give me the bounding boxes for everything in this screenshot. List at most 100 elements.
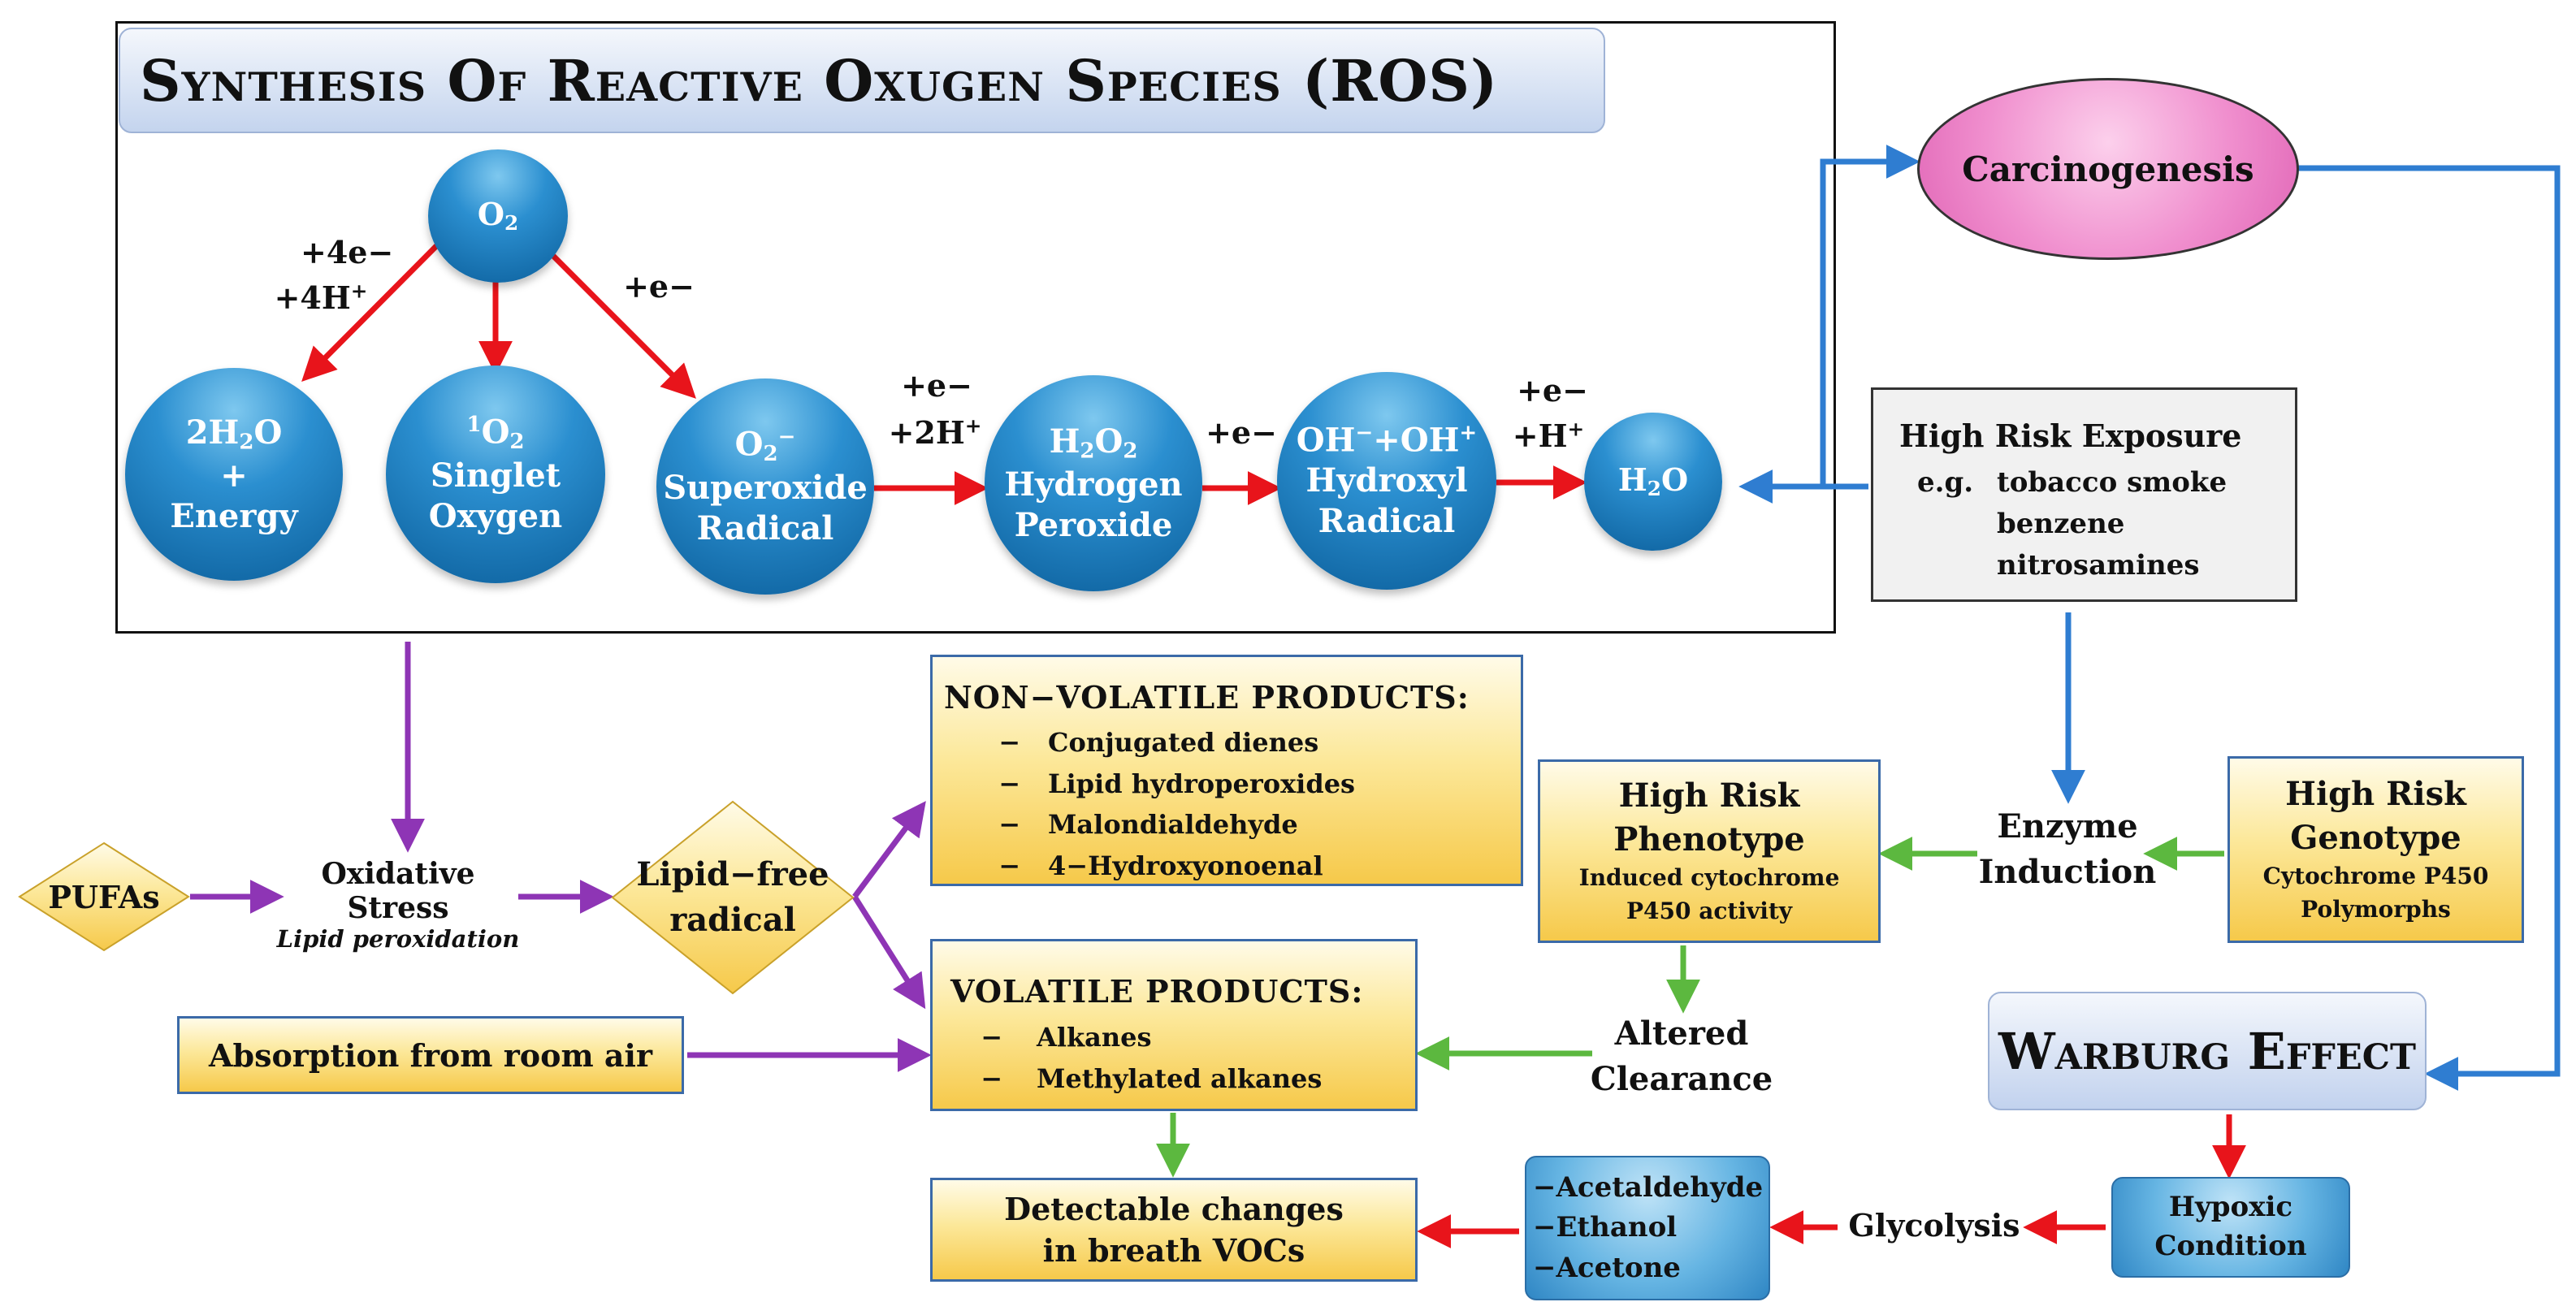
warburg-label: Warburg Effect — [1998, 1021, 2416, 1081]
singlet-formula: 1O2 — [466, 413, 525, 455]
o2-sphere: O2 — [428, 149, 568, 283]
oxidative-stress-sublabel: Lipid peroxidation — [276, 925, 520, 953]
water-energy-formula: 2H2O — [185, 413, 283, 455]
arrow-radical-to-nonvolatile — [852, 801, 926, 899]
water-energy-plus: + — [220, 456, 248, 495]
peroxide-line2: Peroxide — [1014, 505, 1173, 544]
genotype-title-1: High Risk — [2285, 775, 2466, 814]
diagram-title: Synthesis Of Reactive Oxugen Species (RO… — [140, 46, 1499, 115]
hydroxyl-line2: Radical — [1318, 502, 1456, 541]
singlet-line1: Singlet — [430, 456, 561, 495]
hypoxic-line1: Hypoxic — [2168, 1191, 2293, 1224]
carcinogenesis-label: Carcinogenesis — [1962, 149, 2254, 189]
metabolites-box: −Acetaldehyde −Ethanol −Acetone — [1525, 1156, 1770, 1300]
superoxide-formula: O2− — [734, 425, 796, 467]
peroxide-line1: Hydrogen — [1004, 465, 1183, 504]
exposure-heading: High Risk Exposure — [1899, 417, 2242, 454]
label-plus-h: +H+ — [1512, 417, 1585, 454]
high-risk-genotype-box: High Risk Genotype Cytochrome P450 Polym… — [2227, 756, 2524, 943]
hydrogen-peroxide-sphere: H2O2 Hydrogen Peroxide — [985, 375, 1202, 591]
exposure-eg: e.g. — [1917, 466, 1974, 499]
hypoxic-condition-box: Hypoxic Condition — [2111, 1177, 2350, 1278]
o2-label: O2 — [477, 196, 519, 236]
genotype-title-2: Genotype — [2290, 819, 2461, 858]
list-item: −4−Hydroxyonoenal — [998, 850, 1323, 881]
green-arrows — [1156, 837, 2224, 1178]
hypoxic-line2: Condition — [2154, 1230, 2307, 1262]
arrow-exposure-to-carcinogenesis — [1820, 145, 1920, 487]
arrow-o2-to-superoxide — [547, 249, 696, 399]
blue-arrows — [1738, 145, 2561, 1091]
hydroxyl-line1: Hydroxyl — [1305, 461, 1468, 500]
arrow-radical-to-volatile — [852, 895, 926, 1010]
enzyme-line2: Induction — [1978, 853, 2157, 891]
pufas-label: PUFAs — [48, 878, 160, 915]
carcinogenesis-node: Carcinogenesis — [1917, 78, 2299, 260]
high-risk-exposure-box: High Risk Exposure e.g.tobacco smoke ben… — [1871, 387, 2297, 602]
hydroxyl-formula: OH−+OH+ — [1296, 420, 1478, 460]
red-arrows — [301, 241, 2246, 1248]
water-sphere: H2O — [1584, 413, 1722, 551]
exposure-item: nitrosamines — [1997, 549, 2200, 582]
arrow-carcinogenesis-to-warburg — [2297, 165, 2561, 1091]
peroxide-formula: H2O2 — [1049, 422, 1138, 464]
list-item: −Alkanes — [981, 1021, 1152, 1053]
label-plus-e-hydroxyl: +e− — [1206, 414, 1277, 451]
arrow-o2-to-water-energy — [301, 241, 441, 382]
oxidative-stress-node: Oxidative Stress Lipid peroxidation — [268, 857, 528, 953]
superoxide-line1: Superoxide — [663, 468, 868, 507]
absorption-box: Absorption from room air — [177, 1016, 684, 1094]
singlet-oxygen-sphere: 1O2 Singlet Oxygen — [386, 366, 605, 583]
volatile-products-box: VOLATILE PRODUCTS: −Alkanes −Methylated … — [930, 939, 1418, 1111]
detectable-line2: in breath VOCs — [1042, 1232, 1305, 1269]
altered-clearance-node: Altered Clearance — [1584, 1011, 1779, 1102]
non-volatile-products-box: NON−VOLATILE PRODUCTS: −Conjugated diene… — [930, 655, 1523, 886]
glycolysis-label: Glycolysis — [1848, 1207, 2020, 1244]
high-risk-phenotype-box: High Risk Phenotype Induced cytochrome P… — [1538, 759, 1881, 943]
water-energy-sphere: 2H2O + Energy — [125, 368, 343, 581]
superoxide-line2: Radical — [696, 508, 834, 547]
volatile-heading: VOLATILE PRODUCTS: — [950, 973, 1364, 1010]
list-item: −Methylated alkanes — [981, 1062, 1323, 1094]
detectable-changes-box: Detectable changes in breath VOCs — [930, 1178, 1418, 1282]
detectable-line1: Detectable changes — [1004, 1190, 1344, 1227]
list-item: −Conjugated dienes — [998, 727, 1319, 759]
phenotype-title-1: High Risk — [1618, 776, 1800, 815]
absorption-label: Absorption from room air — [209, 1036, 652, 1074]
radical-line2: radical — [669, 901, 796, 939]
oxidative-stress-label: Oxidative Stress — [321, 857, 475, 925]
enzyme-induction-node: Enzyme Induction — [1958, 804, 2177, 895]
radical-line1: Lipid−free — [636, 855, 829, 893]
phenotype-detail-2: P450 activity — [1626, 898, 1793, 924]
genotype-detail-1: Cytochrome P450 — [2262, 863, 2489, 890]
exposure-item: benzene — [1997, 508, 2125, 540]
genotype-detail-2: Polymorphs — [2301, 896, 2451, 923]
hydroxyl-radical-sphere: OH−+OH+ Hydroxyl Radical — [1277, 372, 1496, 590]
enzyme-line1: Enzyme — [1997, 807, 2138, 846]
clearance-line2: Clearance — [1590, 1060, 1773, 1098]
glycolysis-node: Glycolysis — [1838, 1207, 2031, 1244]
metabolite-item: −Ethanol — [1533, 1211, 1678, 1244]
lipid-free-radical-diamond: Lipid−free radical — [611, 800, 855, 995]
metabolite-item: −Acetaldehyde — [1533, 1171, 1764, 1205]
label-plus-2h: +2H+ — [888, 413, 982, 451]
label-plus-4h: +4H+ — [274, 279, 368, 316]
label-plus-e-top: +e− — [623, 268, 695, 305]
label-plus-e-peroxide: +e− — [901, 367, 972, 404]
pufas-diamond: PUFAs — [18, 841, 190, 952]
clearance-line1: Altered — [1614, 1014, 1749, 1053]
metabolite-item: −Acetone — [1533, 1251, 1681, 1284]
list-item: −Lipid hydroperoxides — [998, 768, 1356, 799]
singlet-line2: Oxygen — [428, 496, 563, 535]
purple-arrows — [190, 642, 932, 1072]
water-formula: H2O — [1617, 461, 1689, 501]
non-volatile-heading: NON−VOLATILE PRODUCTS: — [944, 679, 1470, 716]
list-item: −Malondialdehyde — [998, 809, 1298, 841]
title-banner: Synthesis Of Reactive Oxugen Species (RO… — [119, 28, 1605, 133]
water-energy-text: Energy — [170, 496, 298, 535]
label-plus-4e: +4e− — [301, 234, 394, 270]
label-plus-e-water: +e− — [1517, 372, 1588, 409]
phenotype-detail-1: Induced cytochrome — [1578, 864, 1840, 892]
phenotype-title-2: Phenotype — [1613, 820, 1805, 859]
